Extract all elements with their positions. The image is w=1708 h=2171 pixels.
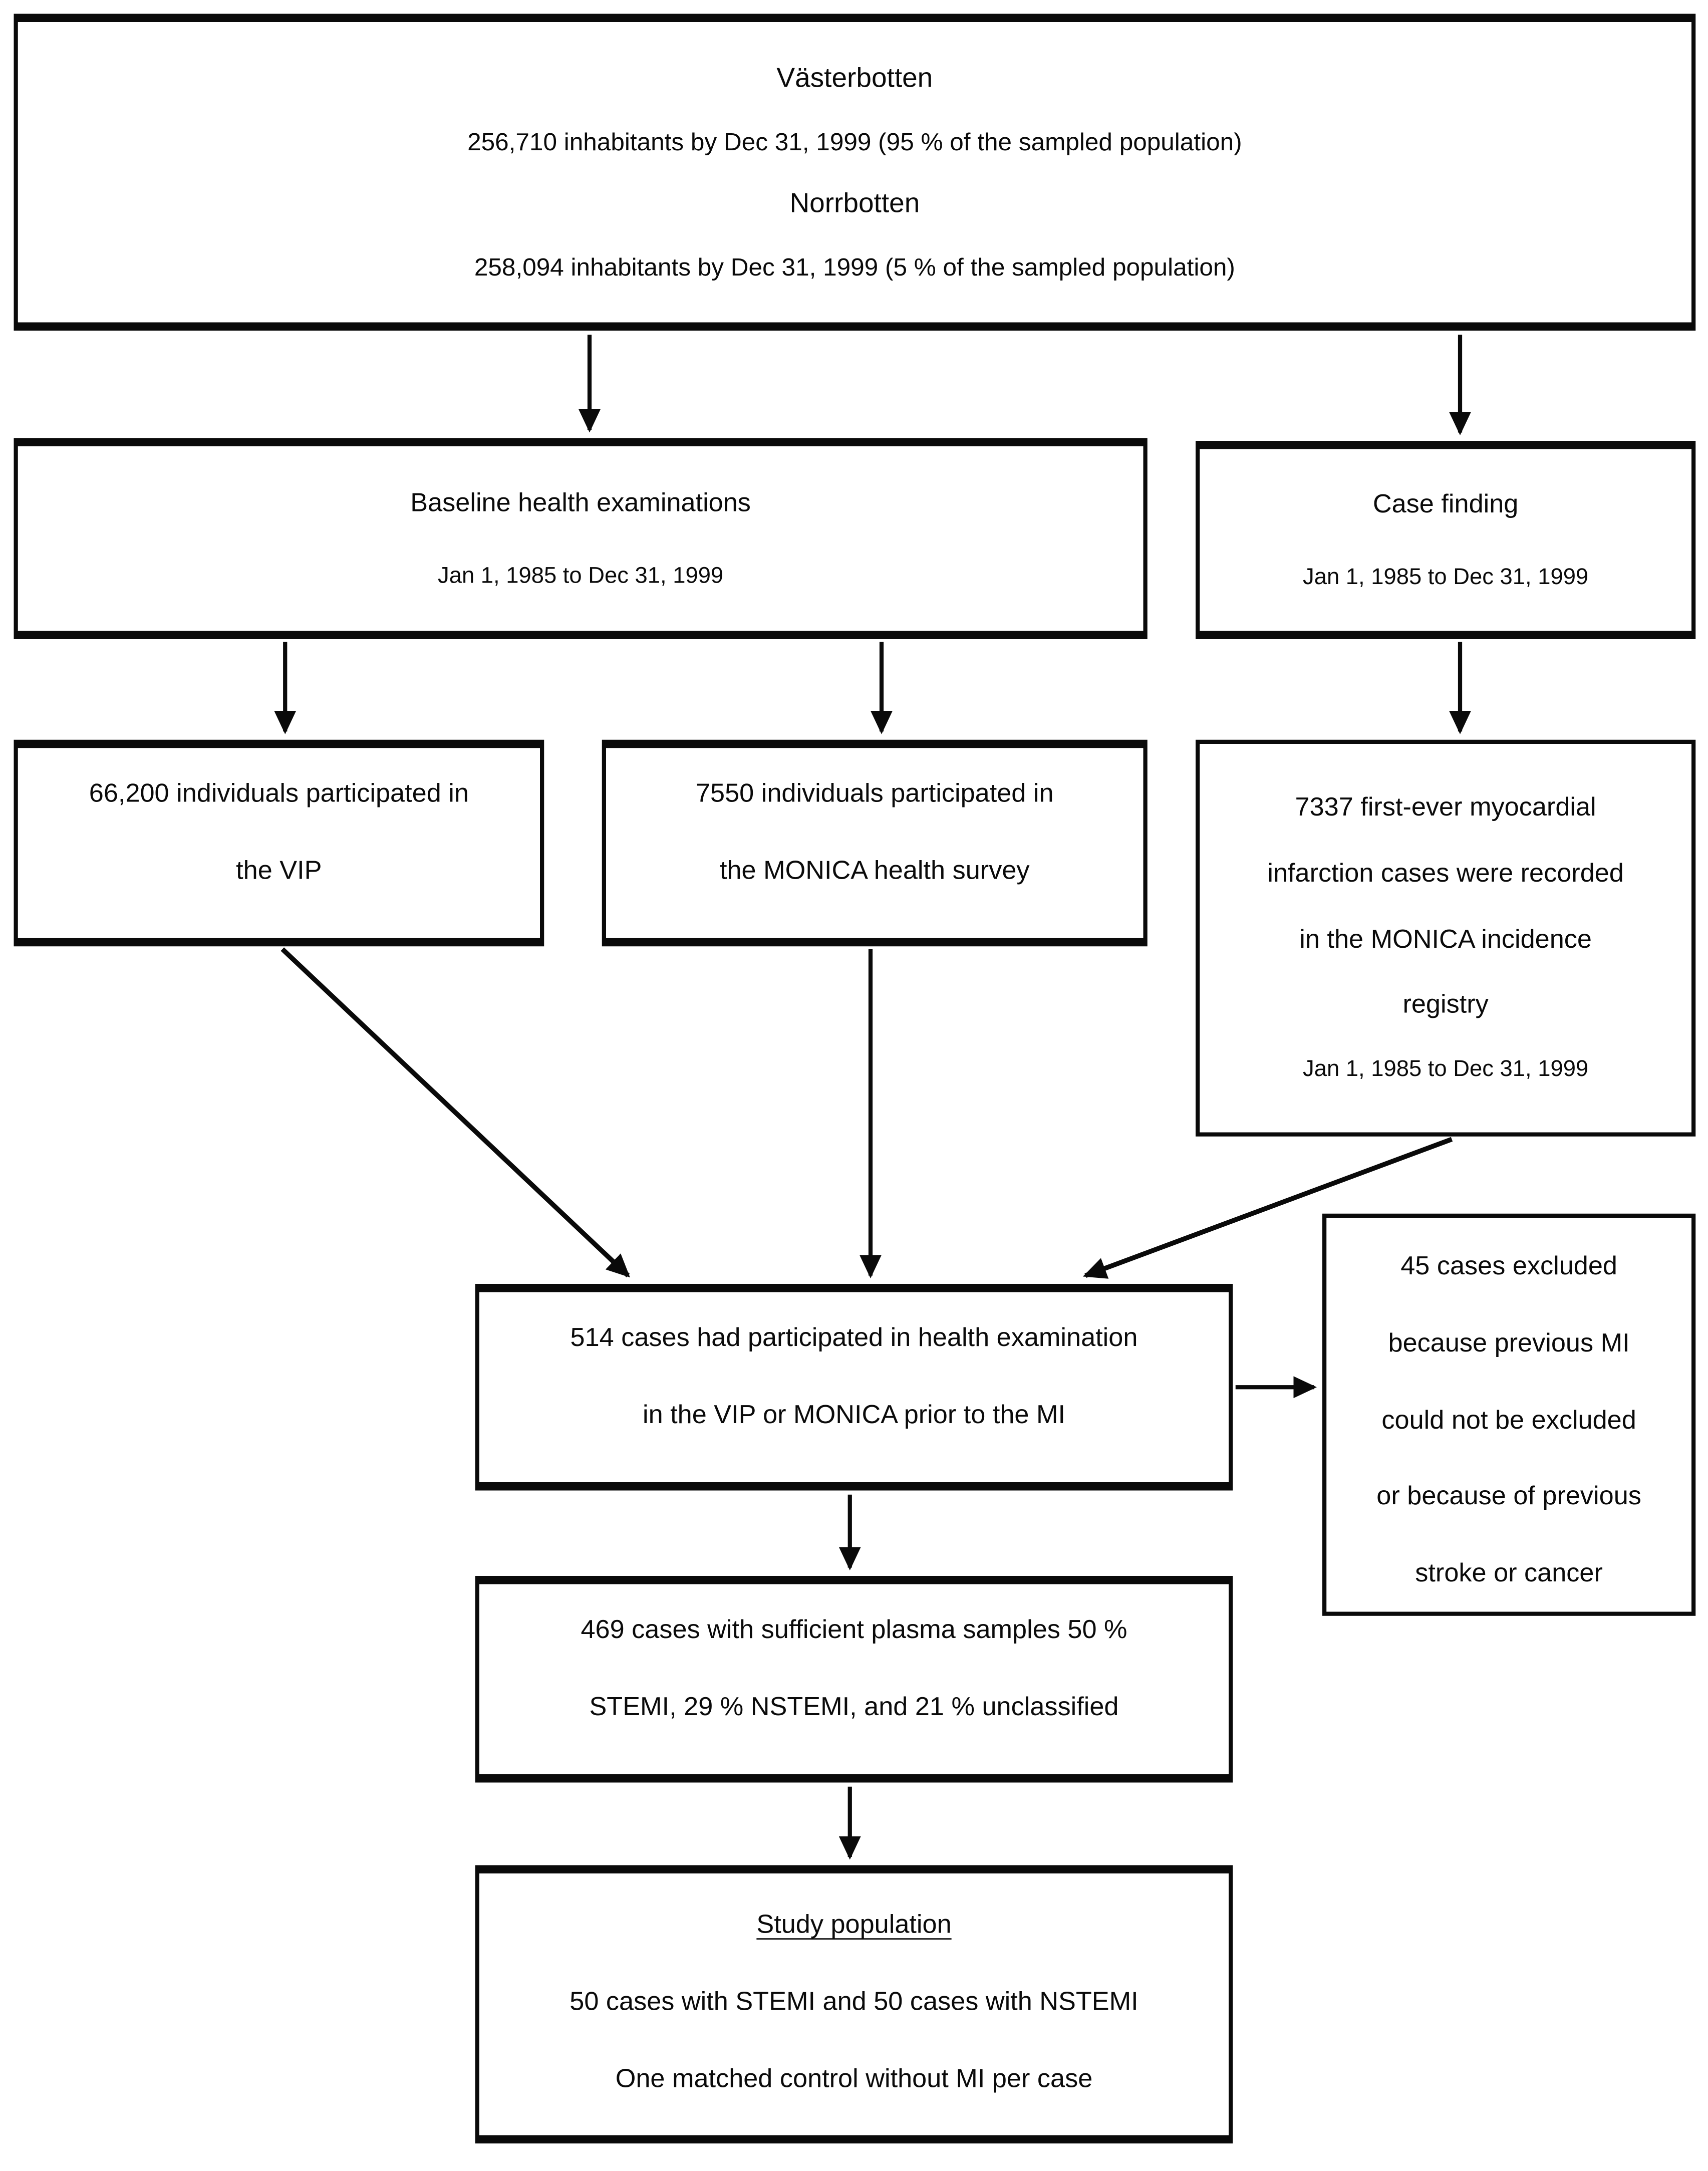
box-title: Case finding	[1372, 490, 1519, 519]
box-baseline-examinations: Baseline health examinations Jan 1, 1985…	[14, 438, 1148, 639]
box-text-line: infarction cases were recorded	[1267, 859, 1624, 889]
region-inhabitants: 258,094 inhabitants by Dec 31, 1999 (5 %…	[474, 253, 1235, 281]
box-text-line: 7550 individuals participated in	[695, 779, 1054, 809]
box-excluded-cases: 45 cases excluded because previous MI co…	[1322, 1213, 1696, 1616]
box-text-line: in the VIP or MONICA prior to the MI	[642, 1401, 1066, 1430]
box-text-line: registry	[1402, 991, 1489, 1020]
box-title: Baseline health examinations	[410, 488, 751, 518]
box-monica-participants: 7550 individuals participated in the MON…	[602, 739, 1148, 947]
box-mi-registry: 7337 first-ever myocardial infarction ca…	[1196, 739, 1696, 1137]
box-text-line: 469 cases with sufficient plasma samples…	[581, 1615, 1127, 1645]
box-case-finding: Case finding Jan 1, 1985 to Dec 31, 1999	[1196, 441, 1696, 639]
box-text-line: 7337 first-ever myocardial	[1295, 793, 1596, 823]
box-text-line: the VIP	[236, 856, 322, 886]
arrow-vip-to-participated	[280, 947, 630, 1278]
box-text-line: could not be excluded	[1381, 1406, 1636, 1435]
region-inhabitants: 256,710 inhabitants by Dec 31, 1999 (95 …	[467, 127, 1242, 155]
region-name: Västerbotten	[776, 63, 933, 93]
box-text-line: in the MONICA incidence	[1299, 925, 1592, 954]
box-participated-cases: 514 cases had participated in health exa…	[475, 1284, 1233, 1491]
box-text-line: 50 cases with STEMI and 50 cases with NS…	[570, 1987, 1138, 2017]
box-date-range: Jan 1, 1985 to Dec 31, 1999	[1303, 1056, 1589, 1082]
box-text-line: or because of previous	[1376, 1482, 1641, 1512]
box-text-line: 66,200 individuals participated in	[89, 779, 469, 809]
box-study-population: Study population 50 cases with STEMI and…	[475, 1865, 1233, 2143]
box-date-range: Jan 1, 1985 to Dec 31, 1999	[1303, 564, 1589, 589]
box-text-line: STEMI, 29 % NSTEMI, and 21 % unclassifie…	[589, 1693, 1119, 1722]
box-text-line: stroke or cancer	[1415, 1559, 1603, 1588]
box-text-line: 45 cases excluded	[1400, 1252, 1618, 1281]
box-date-range: Jan 1, 1985 to Dec 31, 1999	[438, 563, 724, 588]
box-region-population: Västerbotten 256,710 inhabitants by Dec …	[14, 14, 1696, 331]
box-vip-participants: 66,200 individuals participated in the V…	[14, 739, 544, 947]
study-population-title: Study population	[756, 1911, 952, 1940]
box-text-line: the MONICA health survey	[719, 856, 1030, 886]
box-text-line: because previous MI	[1388, 1329, 1630, 1358]
box-text-line: One matched control without MI per case	[615, 2064, 1093, 2093]
region-name: Norrbotten	[789, 188, 920, 219]
box-text-line: 514 cases had participated in health exa…	[570, 1323, 1138, 1353]
box-plasma-samples: 469 cases with sufficient plasma samples…	[475, 1576, 1233, 1783]
